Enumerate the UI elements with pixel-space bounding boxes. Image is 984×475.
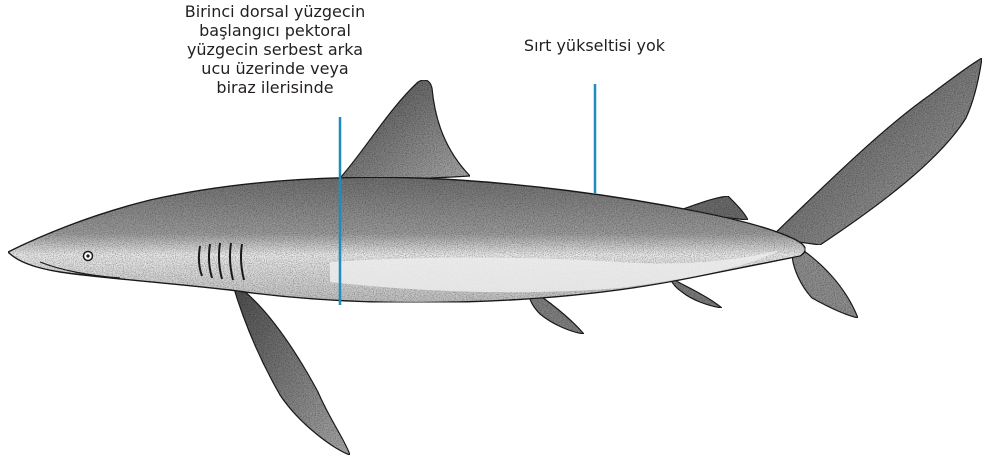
dorsal-fin-origin-label: Birinci dorsal yüzgecin başlangıcı pekto… [150, 2, 400, 97]
anal-fin [670, 278, 722, 308]
caudal-fin-lower-lobe [792, 248, 858, 318]
label-line: Sırt yükseltisi yok [482, 36, 707, 55]
caudal-fin-upper-lobe [770, 58, 982, 245]
no-ridge-label: Sırt yükseltisi yok [482, 36, 707, 55]
label-line: ucu üzerinde veya [150, 59, 400, 78]
label-line: yüzgecin serbest arka [150, 40, 400, 59]
label-line: başlangıcı pektoral [150, 21, 400, 40]
label-line: Birinci dorsal yüzgecin [150, 2, 400, 21]
pectoral-fin [232, 282, 350, 455]
label-line: biraz ilerisinde [150, 78, 400, 97]
